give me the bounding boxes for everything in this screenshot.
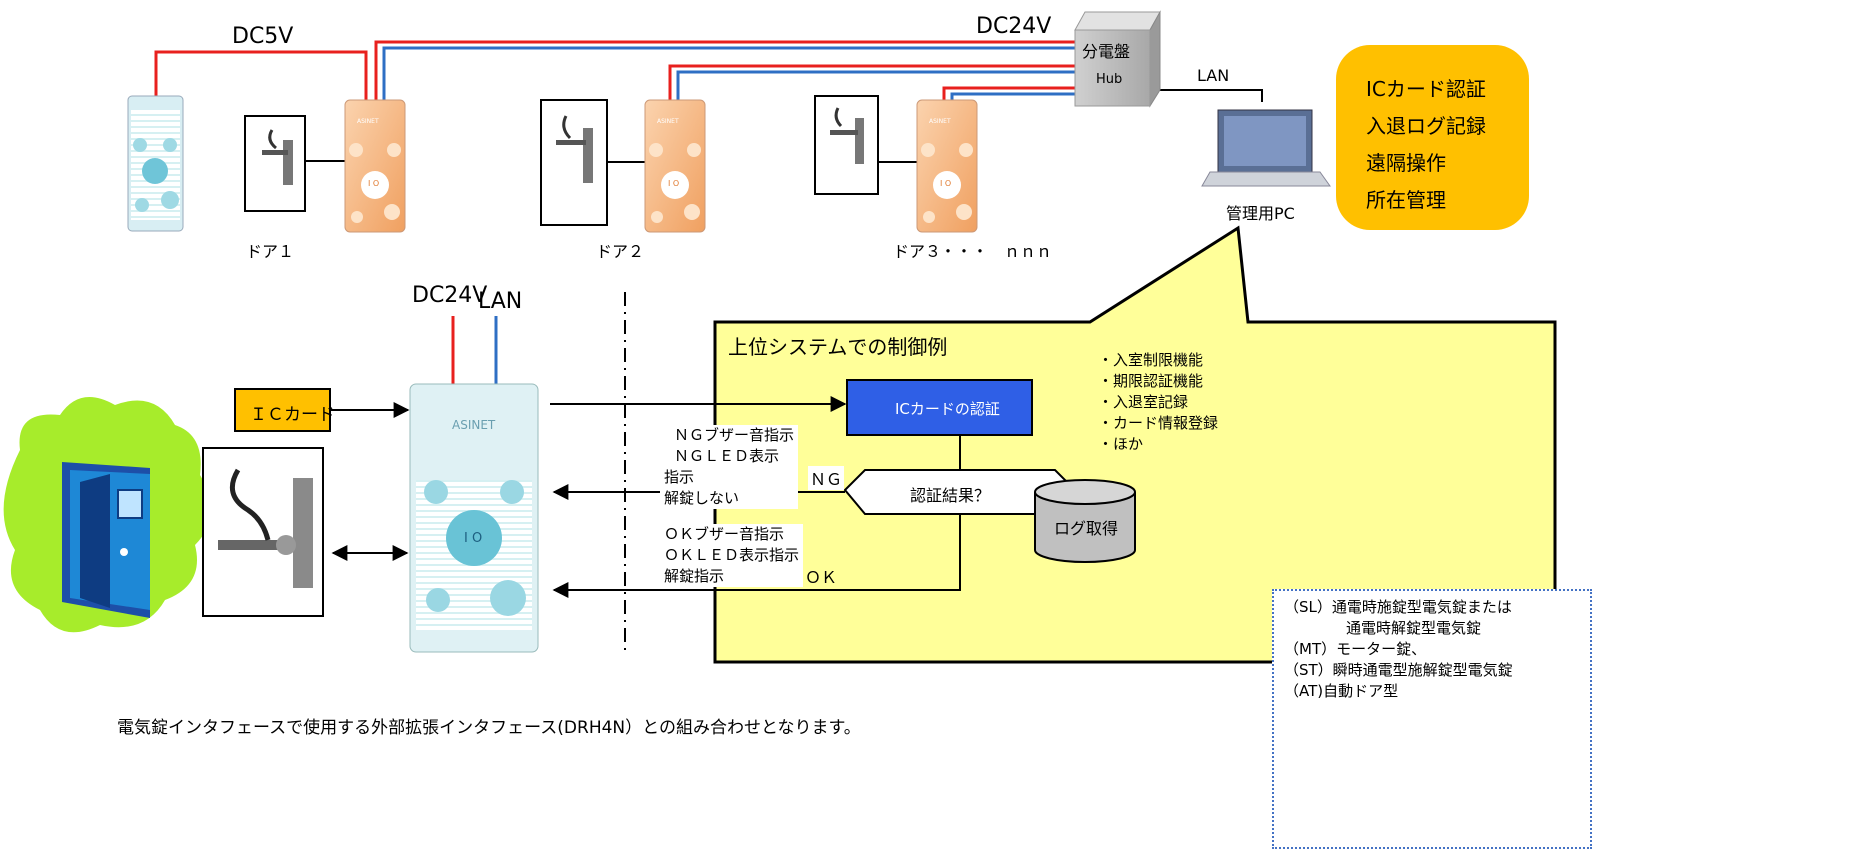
door3-reader <box>916 99 978 233</box>
function-list: ・入室制限機能 ・期限認証機能 ・入退室記録 ・カード情報登録 ・ほか <box>1098 350 1218 455</box>
management-pc <box>1201 109 1331 187</box>
lower-lock <box>202 447 324 617</box>
reader2-brand: ASINET <box>657 118 679 125</box>
lock-type-line: （SL）通電時施錠型電気錠または <box>1284 598 1512 616</box>
door2-wires <box>668 64 1075 100</box>
footer-note: 電気錠インタフェースで使用する外部拡張インタフェース(DRH4N）との組み合わせ… <box>117 718 861 738</box>
ic-card-label: ＩＣカード <box>250 405 335 425</box>
lock-type-line: （AT)自動ドア型 <box>1284 682 1399 700</box>
feature-item: 入退ログ記録 <box>1366 114 1486 138</box>
ng-line: ＮＧブザー音指示 <box>674 426 795 444</box>
lock-type-line: （ST）瞬時通電型施解錠型電気錠 <box>1284 661 1513 679</box>
feature-item: ICカード認証 <box>1366 77 1486 101</box>
function-item: ・期限認証機能 <box>1098 372 1204 390</box>
reader3-brand: ASINET <box>929 118 951 125</box>
ng-line: 指示 <box>664 468 695 486</box>
ok-arrow <box>552 514 961 598</box>
ng-instructions: ＮＧブザー音指示 ＮＧＬＥＤ表示 指示 解錠しない <box>660 425 799 509</box>
feature-item: 遠隔操作 <box>1366 151 1446 175</box>
function-item: ・入室制限機能 <box>1098 351 1204 369</box>
door2-label: ドア２ <box>596 242 645 261</box>
panel-label: 分電盤 <box>1082 42 1131 61</box>
door1-reader <box>344 99 406 233</box>
function-item: ・カード情報登録 <box>1098 414 1219 432</box>
function-item: ・入退室記録 <box>1098 393 1189 411</box>
lower-reader <box>409 383 539 653</box>
dc5v-wire <box>154 50 368 100</box>
feature-box: ICカード認証 入退ログ記録 遠隔操作 所在管理 <box>1336 45 1529 230</box>
ok-instructions: ＯＫブザー音指示 ＯＫＬＥＤ表示指示 解錠指示 <box>660 524 804 587</box>
ok-line: ＯＫブザー音指示 <box>664 525 785 543</box>
lock-type-line: 通電時解錠型電気錠 <box>1346 619 1482 637</box>
reader3-io: I O <box>940 179 952 188</box>
reader1-brand: ASINET <box>357 118 379 125</box>
door1-label: ドア１ <box>246 242 295 261</box>
feature-item: 所在管理 <box>1366 188 1446 212</box>
dc24v-label: DC24V <box>976 14 1052 39</box>
ng-line: 解錠しない <box>664 489 740 507</box>
lock-types-note: （SL）通電時施錠型電気錠または 通電時解錠型電気錠 （MT）モーター錠、 （S… <box>1272 589 1592 849</box>
log-label: ログ取得 <box>1054 519 1119 538</box>
dc5v-label: DC5V <box>232 24 294 49</box>
decision-label: 認証結果？ <box>910 486 991 505</box>
ok-label: ＯＫ <box>805 568 838 587</box>
reader1-io: I O <box>368 179 380 188</box>
ic-card-box <box>234 388 331 432</box>
lan-label: LAN <box>1197 66 1230 85</box>
function-item: ・ほか <box>1098 435 1144 453</box>
lock-type-line: （MT）モーター錠、 <box>1284 640 1427 658</box>
door-icon <box>3 397 212 633</box>
lower-lan-label: LAN <box>478 289 523 314</box>
door2-lock <box>540 99 608 226</box>
ok-line: ＯＫＬＥＤ表示指示 <box>664 546 800 564</box>
door3-wires <box>942 86 1075 100</box>
ok-line: 解錠指示 <box>664 567 725 585</box>
auth-box <box>846 379 1033 436</box>
lan-cable <box>1155 89 1263 102</box>
ng-line: ＮＧＬＥＤ表示 <box>674 447 780 465</box>
control-callout <box>713 225 1557 664</box>
distribution-panel <box>1074 10 1161 108</box>
log-cylinder <box>1034 479 1136 563</box>
door1-lock <box>244 115 306 212</box>
ng-label: ＮＧ <box>808 466 845 490</box>
callout-title: 上位システムでの制御例 <box>728 335 948 359</box>
hub-label: Hub <box>1096 72 1123 87</box>
pc-label: 管理用PC <box>1226 204 1295 223</box>
door-n-label: ・・・ ｎｎｎ <box>940 242 1053 261</box>
lower-reader-brand: ASINET <box>452 418 496 432</box>
lower-dc24v-label: DC24V <box>412 283 488 308</box>
lower-reader-io: I O <box>464 531 483 546</box>
auth-box-label: ICカードの認証 <box>895 400 1000 418</box>
dc5v-reader <box>127 95 184 232</box>
door3-lock <box>814 95 879 195</box>
reader2-io: I O <box>668 179 680 188</box>
door1-wires <box>374 40 1075 100</box>
door2-reader <box>644 99 706 233</box>
door3-label: ドア３ <box>893 242 942 261</box>
